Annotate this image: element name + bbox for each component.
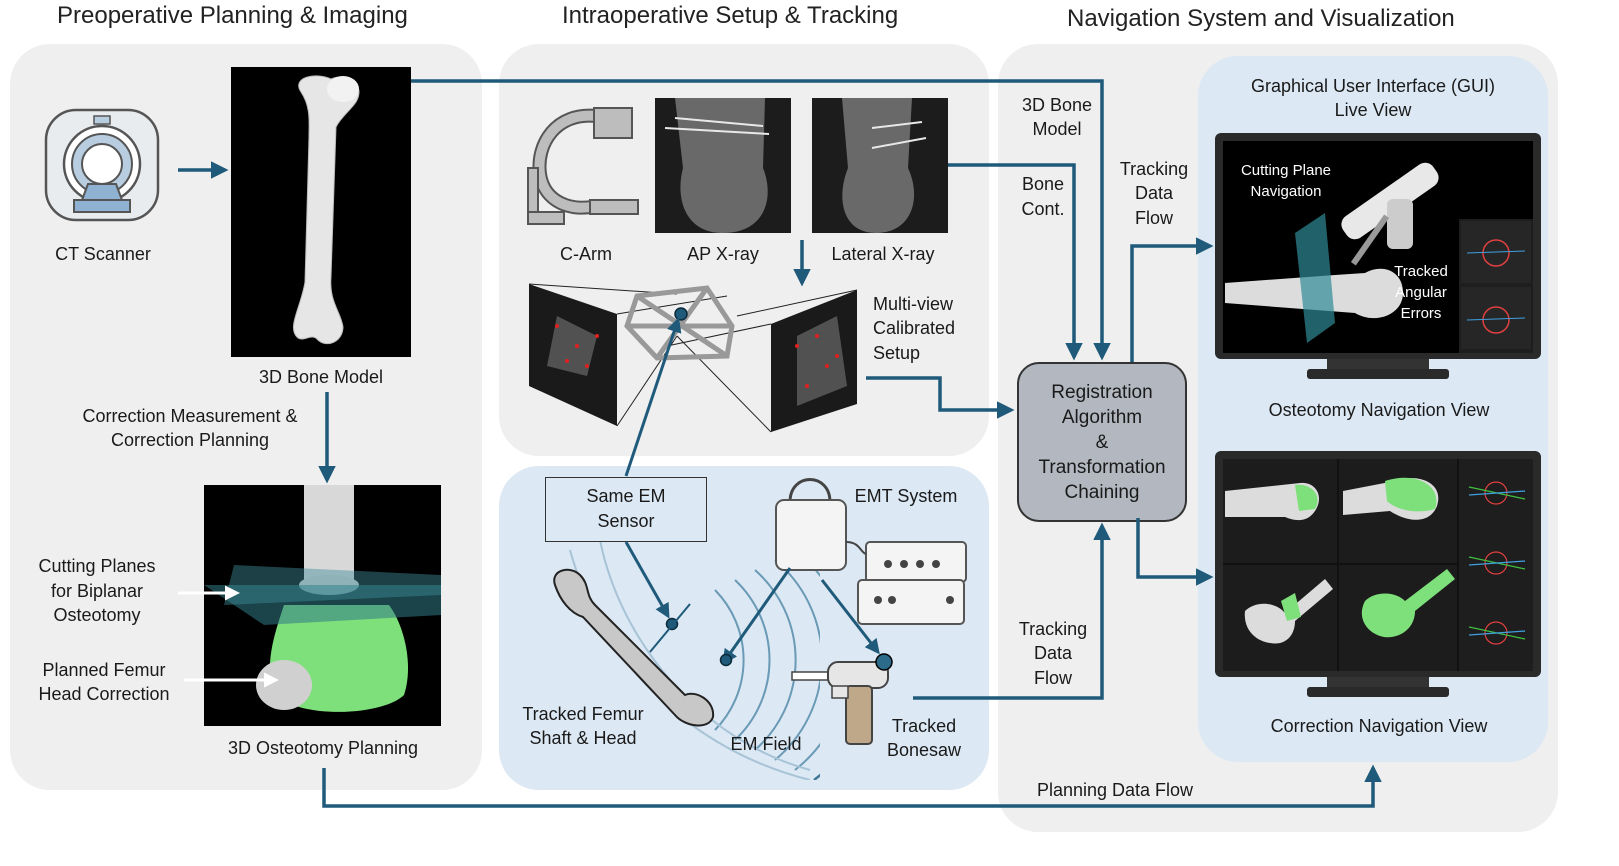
registration-label-3: & — [1095, 432, 1109, 453]
correction-planning-label-2: Correction Planning — [110, 430, 270, 450]
multiview-label-3: Setup — [873, 343, 921, 363]
correction-monitor — [1215, 451, 1541, 703]
tracking-top-label-2: Data — [1134, 183, 1174, 203]
emt-system-label: EMT System — [854, 486, 958, 506]
tracked-bonesaw-label-1: Tracked — [891, 716, 957, 736]
lateral-xray-image — [812, 98, 948, 233]
cutting-planes-label-3: Osteotomy — [53, 605, 141, 625]
angular-errors-label-2: Angular — [1395, 284, 1447, 301]
same-em-label-2: Sensor — [597, 511, 655, 531]
nav-bone-model-label-1: 3D Bone — [1021, 95, 1093, 115]
osteotomy-monitor — [1215, 133, 1541, 387]
multiview-label-2: Calibrated — [873, 318, 956, 338]
osteotomy-planning-label: 3D Osteotomy Planning — [227, 738, 419, 758]
cutting-planes-label-1: Cutting Planes — [38, 556, 156, 576]
ap-xray-image — [655, 98, 791, 233]
bone-cont-label-2: Cont. — [1021, 199, 1065, 219]
tracked-femur-image — [545, 565, 725, 730]
same-em-sensor-box: Same EM Sensor — [545, 477, 707, 542]
registration-label-1: Registration — [1051, 382, 1153, 403]
correction-view-label: Correction Navigation View — [1270, 716, 1488, 736]
angular-errors-label-3: Errors — [1400, 305, 1442, 322]
ap-xray-label: AP X-ray — [687, 244, 759, 264]
cutting-plane-nav-label-2: Navigation — [1250, 183, 1322, 200]
tracked-femur-label-1: Tracked Femur — [522, 704, 644, 724]
multiview-label-1: Multi-view — [873, 294, 954, 314]
bonesaw-image — [790, 648, 900, 752]
cutting-plane-nav-label-1: Cutting Plane — [1240, 162, 1332, 179]
registration-label-2: Algorithm — [1061, 407, 1143, 428]
ct-scanner-icon — [44, 108, 160, 222]
em-field-label: EM Field — [730, 734, 802, 754]
tracking-bottom-label-1: Tracking — [1018, 619, 1088, 639]
bone-model-label: 3D Bone Model — [258, 367, 384, 387]
registration-label-4: Transformation — [1038, 457, 1166, 478]
registration-box: Registration Algorithm & Transformation … — [1017, 362, 1187, 522]
planned-head-label-2: Head Correction — [38, 684, 170, 704]
planning-flow-label: Planning Data Flow — [1036, 780, 1194, 800]
same-em-label-1: Same EM — [586, 486, 666, 506]
section-title-nav: Navigation System and Visualization — [1067, 5, 1455, 32]
cutting-planes-label-2: for Biplanar — [50, 581, 144, 601]
angular-errors-label-1: Tracked — [1394, 263, 1448, 280]
bone-cont-label-1: Bone — [1021, 174, 1065, 194]
gui-title-2: Live View — [1334, 100, 1412, 120]
ct-scanner-label: CT Scanner — [55, 244, 151, 264]
tracking-top-label-1: Tracking — [1119, 159, 1189, 179]
nav-bone-model-label-2: Model — [1032, 119, 1082, 139]
tracking-bottom-label-3: Flow — [1033, 668, 1072, 688]
bone-model-image — [231, 67, 411, 357]
section-title-intraop: Intraoperative Setup & Tracking — [562, 2, 899, 29]
tracking-top-label-3: Flow — [1134, 208, 1173, 228]
tracking-bottom-label-2: Data — [1033, 643, 1073, 663]
multiview-setup-image — [527, 276, 859, 436]
tracked-bonesaw-label-2: Bonesaw — [886, 740, 962, 760]
gui-title-1: Graphical User Interface (GUI) — [1250, 76, 1496, 96]
osteotomy-view-label: Osteotomy Navigation View — [1268, 400, 1490, 420]
correction-planning-label-1: Correction Measurement & — [82, 406, 298, 426]
osteotomy-planning-image — [204, 485, 441, 726]
planned-head-label-1: Planned Femur — [42, 660, 166, 680]
c-arm-label: C-Arm — [560, 244, 612, 264]
section-title-preop: Preoperative Planning & Imaging — [57, 2, 408, 29]
lateral-xray-label: Lateral X-ray — [831, 244, 935, 264]
registration-label-5: Chaining — [1064, 482, 1140, 503]
c-arm-icon — [526, 104, 646, 226]
tracked-femur-label-2: Shaft & Head — [529, 728, 637, 748]
